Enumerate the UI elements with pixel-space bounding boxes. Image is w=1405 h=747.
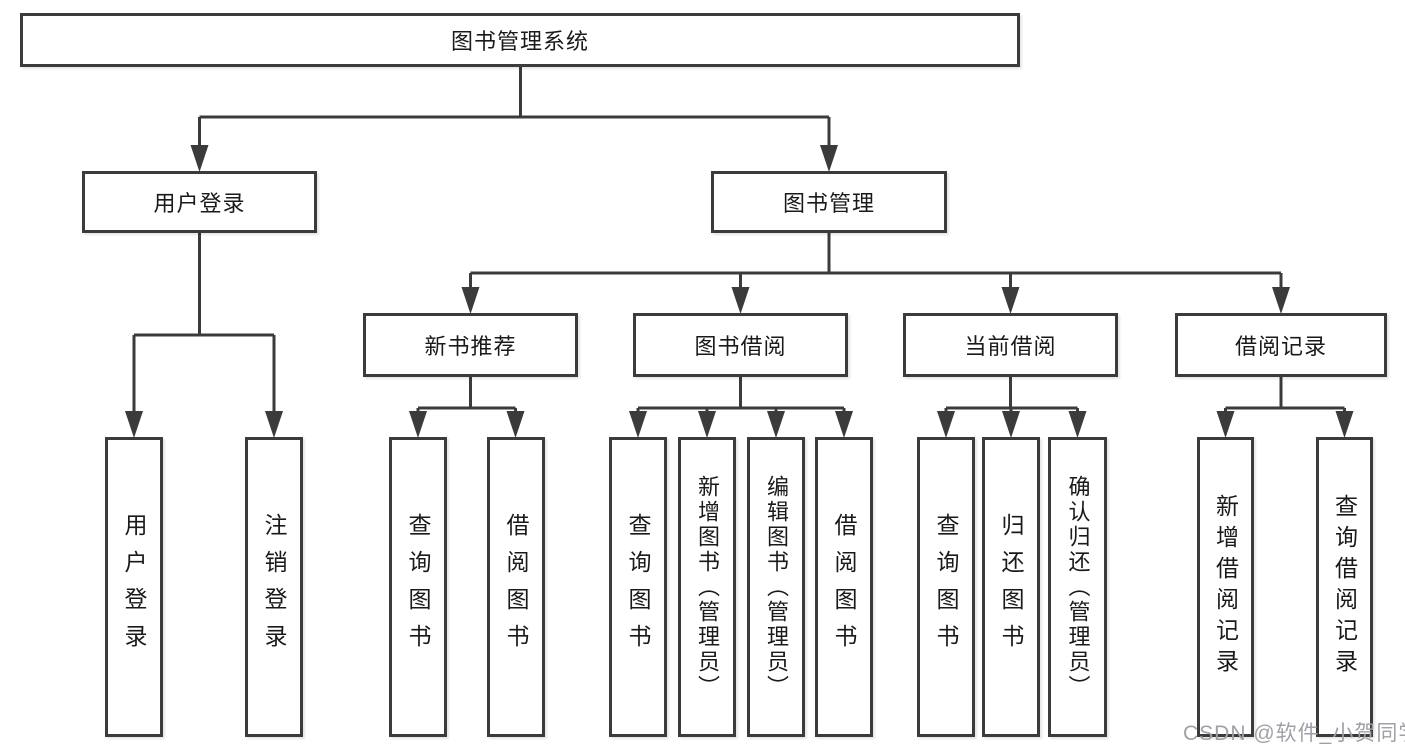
leaf-add-borrow-record: 新增借阅记录 [1197, 437, 1254, 737]
leaf-logout: 注销登录 [245, 437, 303, 737]
wire-new-book-branch [416, 377, 517, 412]
node-book-management: 图书管理 [711, 171, 947, 233]
leaf-query-books-borrowing: 查询图书 [609, 437, 667, 737]
csdn-watermark: CSDN @软件_小贺同学 [1183, 722, 1405, 745]
wire-current-borrow-branch [944, 377, 1079, 412]
node-user-login: 用户登录 [82, 171, 317, 233]
node-root-system: 图书管理系统 [20, 13, 1020, 67]
node-new-book-recommend: 新书推荐 [363, 313, 578, 377]
leaf-query-borrow-record: 查询借阅记录 [1316, 437, 1373, 737]
wire-root-to-level2 [198, 67, 831, 146]
node-borrow-records: 借阅记录 [1175, 313, 1387, 377]
leaf-confirm-return-admin: 确认归还（管理员） [1048, 437, 1107, 737]
leaf-edit-books-admin: 编辑图书（管理员） [747, 437, 805, 737]
leaf-user-login: 用户登录 [105, 437, 163, 737]
node-book-borrowing: 图书借阅 [633, 313, 848, 377]
leaf-add-books-admin: 新增图书（管理员） [678, 437, 736, 737]
leaf-borrow-books-recommend: 借阅图书 [487, 437, 545, 737]
wire-book-mgmt-branch [469, 233, 1283, 288]
leaf-borrow-books-borrowing: 借阅图书 [815, 437, 873, 737]
leaf-query-books-recommend: 查询图书 [389, 437, 447, 737]
wire-user-login-branch [132, 233, 276, 412]
leaf-return-books: 归还图书 [982, 437, 1040, 737]
wire-book-borrow-branch [636, 377, 846, 412]
node-current-borrowing: 当前借阅 [903, 313, 1118, 377]
wire-borrow-record-branch [1224, 377, 1346, 412]
leaf-query-books-current: 查询图书 [917, 437, 975, 737]
